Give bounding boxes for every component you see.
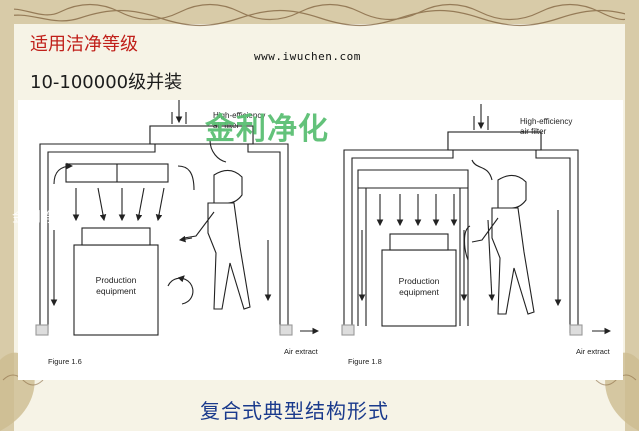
left-equipment-label-1: Production bbox=[96, 275, 137, 285]
watermark-small: 金利净化 bbox=[12, 210, 72, 226]
right-figure-label: Figure 1.8 bbox=[348, 357, 382, 366]
cleanroom-diagrams: High-efficiency air filter Production eq… bbox=[35, 100, 612, 366]
website-url: www.iwuchen.com bbox=[254, 50, 361, 63]
slide-caption: 复合式典型结构形式 bbox=[200, 399, 389, 423]
left-equipment-label-2: equipment bbox=[96, 286, 136, 296]
slide-subtitle: 10-100000级并装 bbox=[30, 72, 183, 93]
right-equipment-label-1: Production bbox=[399, 276, 440, 286]
middle-extract-label: Air extract bbox=[284, 347, 319, 356]
right-cleanroom-diagram bbox=[341, 104, 612, 336]
left-figure-label: Figure 1.6 bbox=[48, 357, 82, 366]
left-cleanroom-diagram bbox=[35, 100, 320, 336]
right-equipment-label-2: equipment bbox=[399, 287, 439, 297]
slide-title: 适用洁净等级 bbox=[30, 34, 138, 55]
right-filter-label-2: air filter bbox=[520, 127, 547, 136]
right-extract-label: Air extract bbox=[576, 347, 611, 356]
right-filter-label-1: High-efficiency bbox=[520, 117, 572, 126]
diagram-panel: High-efficiency air filter Production eq… bbox=[18, 100, 623, 380]
left-filter-label-2: air filter bbox=[213, 121, 240, 130]
left-filter-label-1: High-efficiency bbox=[213, 111, 265, 120]
watermark-large: 金利净化 bbox=[205, 112, 329, 147]
